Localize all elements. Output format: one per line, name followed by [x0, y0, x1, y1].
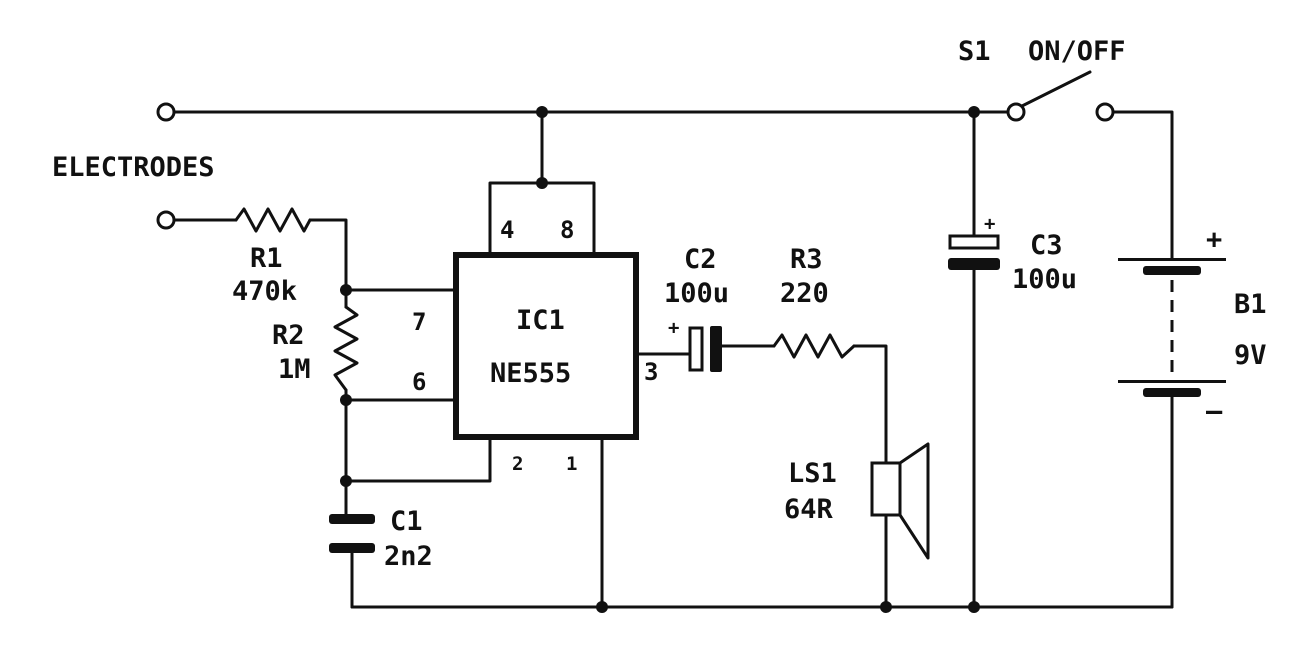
ic1-pin-2-label: 2	[512, 453, 523, 475]
c2-polarity: +	[668, 317, 679, 339]
c2-plate-positive	[688, 326, 704, 372]
junction-dot	[340, 394, 352, 406]
r2-ref: R2	[272, 320, 305, 351]
resistor-r1: R1 470k	[232, 207, 312, 307]
resistor-r3: R3 220	[772, 244, 856, 359]
r1-zigzag	[234, 207, 312, 233]
c3-plate-negative	[948, 258, 1000, 270]
c3-ref: C3	[1030, 230, 1063, 261]
junctions	[340, 106, 980, 613]
r3-to-speaker-wire	[852, 344, 888, 465]
s1-ref: S1	[958, 36, 991, 67]
electrodes-label: ELECTRODES	[52, 152, 215, 183]
ic1-pin-6-label: 6	[412, 368, 426, 396]
c2-value: 100u	[664, 278, 729, 309]
junction-dot	[340, 475, 352, 487]
r1-value: 470k	[232, 276, 297, 307]
switch-lever	[1020, 70, 1092, 108]
resistor-r2: R2 1M	[272, 305, 359, 392]
c1-plate-bottom	[329, 543, 375, 553]
ic1-pin-3-label: 3	[644, 358, 658, 386]
c1-plate-top	[329, 514, 375, 524]
junction-dot	[340, 284, 352, 296]
pin2-wire	[344, 435, 492, 483]
battery-b1: + – B1 9V	[1118, 224, 1267, 427]
ls1-value: 64R	[784, 494, 834, 525]
wiring	[173, 110, 1174, 609]
speaker-cone	[898, 442, 930, 560]
speaker-ls1: LS1 64R	[784, 442, 930, 560]
ic1-body	[453, 252, 639, 440]
r1-ref: R1	[250, 243, 283, 274]
r2-value: 1M	[278, 354, 311, 385]
switch-contact-right	[1095, 102, 1115, 122]
battery-cell-top	[1143, 266, 1201, 275]
junction-dot	[536, 106, 548, 118]
ic1-ref: IC1	[516, 305, 565, 336]
ic1-pin-1-label: 1	[566, 453, 577, 475]
r2-zigzag	[333, 305, 359, 392]
ic1-pin-4-label: 4	[500, 216, 514, 244]
capacitor-c2: + C2 100u	[664, 244, 729, 372]
b1-ref: B1	[1234, 289, 1267, 320]
c2-ref: C2	[684, 244, 717, 275]
junction-dot	[880, 601, 892, 613]
capacitor-c3: + C3 100u	[948, 213, 1077, 295]
r3-ref: R3	[790, 244, 823, 275]
switch-to-battery-wire	[1104, 110, 1174, 260]
junction-dot	[968, 106, 980, 118]
battery-plus-sign: +	[1206, 224, 1222, 255]
junction-dot	[968, 601, 980, 613]
battery-cell-bottom	[1143, 388, 1201, 397]
ic1-part: NE555	[490, 358, 571, 389]
speaker-magnet	[870, 461, 902, 517]
switch-contact-left	[1006, 102, 1026, 122]
b1-value: 9V	[1234, 340, 1267, 371]
s1-label: ON/OFF	[1028, 36, 1126, 67]
r3-value: 220	[780, 278, 829, 309]
capacitor-c1: C1 2n2	[329, 506, 433, 572]
electrode-terminal-top	[156, 102, 176, 122]
c3-value: 100u	[1012, 264, 1077, 295]
junction-dot	[536, 177, 548, 189]
c2-plate-negative	[710, 326, 722, 372]
electrodes: ELECTRODES	[52, 102, 215, 230]
c1-value: 2n2	[384, 541, 433, 572]
c3-polarity: +	[984, 213, 995, 235]
ic1-pin-7-label: 7	[412, 308, 426, 336]
battery-plate-positive	[1118, 258, 1226, 261]
c3-plate-positive	[948, 234, 1000, 250]
electrode-terminal-bottom	[156, 210, 176, 230]
junction-dot	[596, 601, 608, 613]
ls1-ref: LS1	[788, 458, 837, 489]
ic1-pin-8-label: 8	[560, 216, 574, 244]
battery-plate-lower	[1118, 380, 1226, 383]
switch-s1: S1 ON/OFF	[958, 36, 1126, 122]
r3-zigzag	[772, 333, 856, 359]
battery-minus-sign: –	[1206, 396, 1223, 427]
ic1-ne555: IC1 NE555 4 8 7 6 3 2 1	[412, 216, 658, 475]
c1-ref: C1	[390, 506, 423, 537]
r1-to-r2-wire	[308, 218, 348, 309]
